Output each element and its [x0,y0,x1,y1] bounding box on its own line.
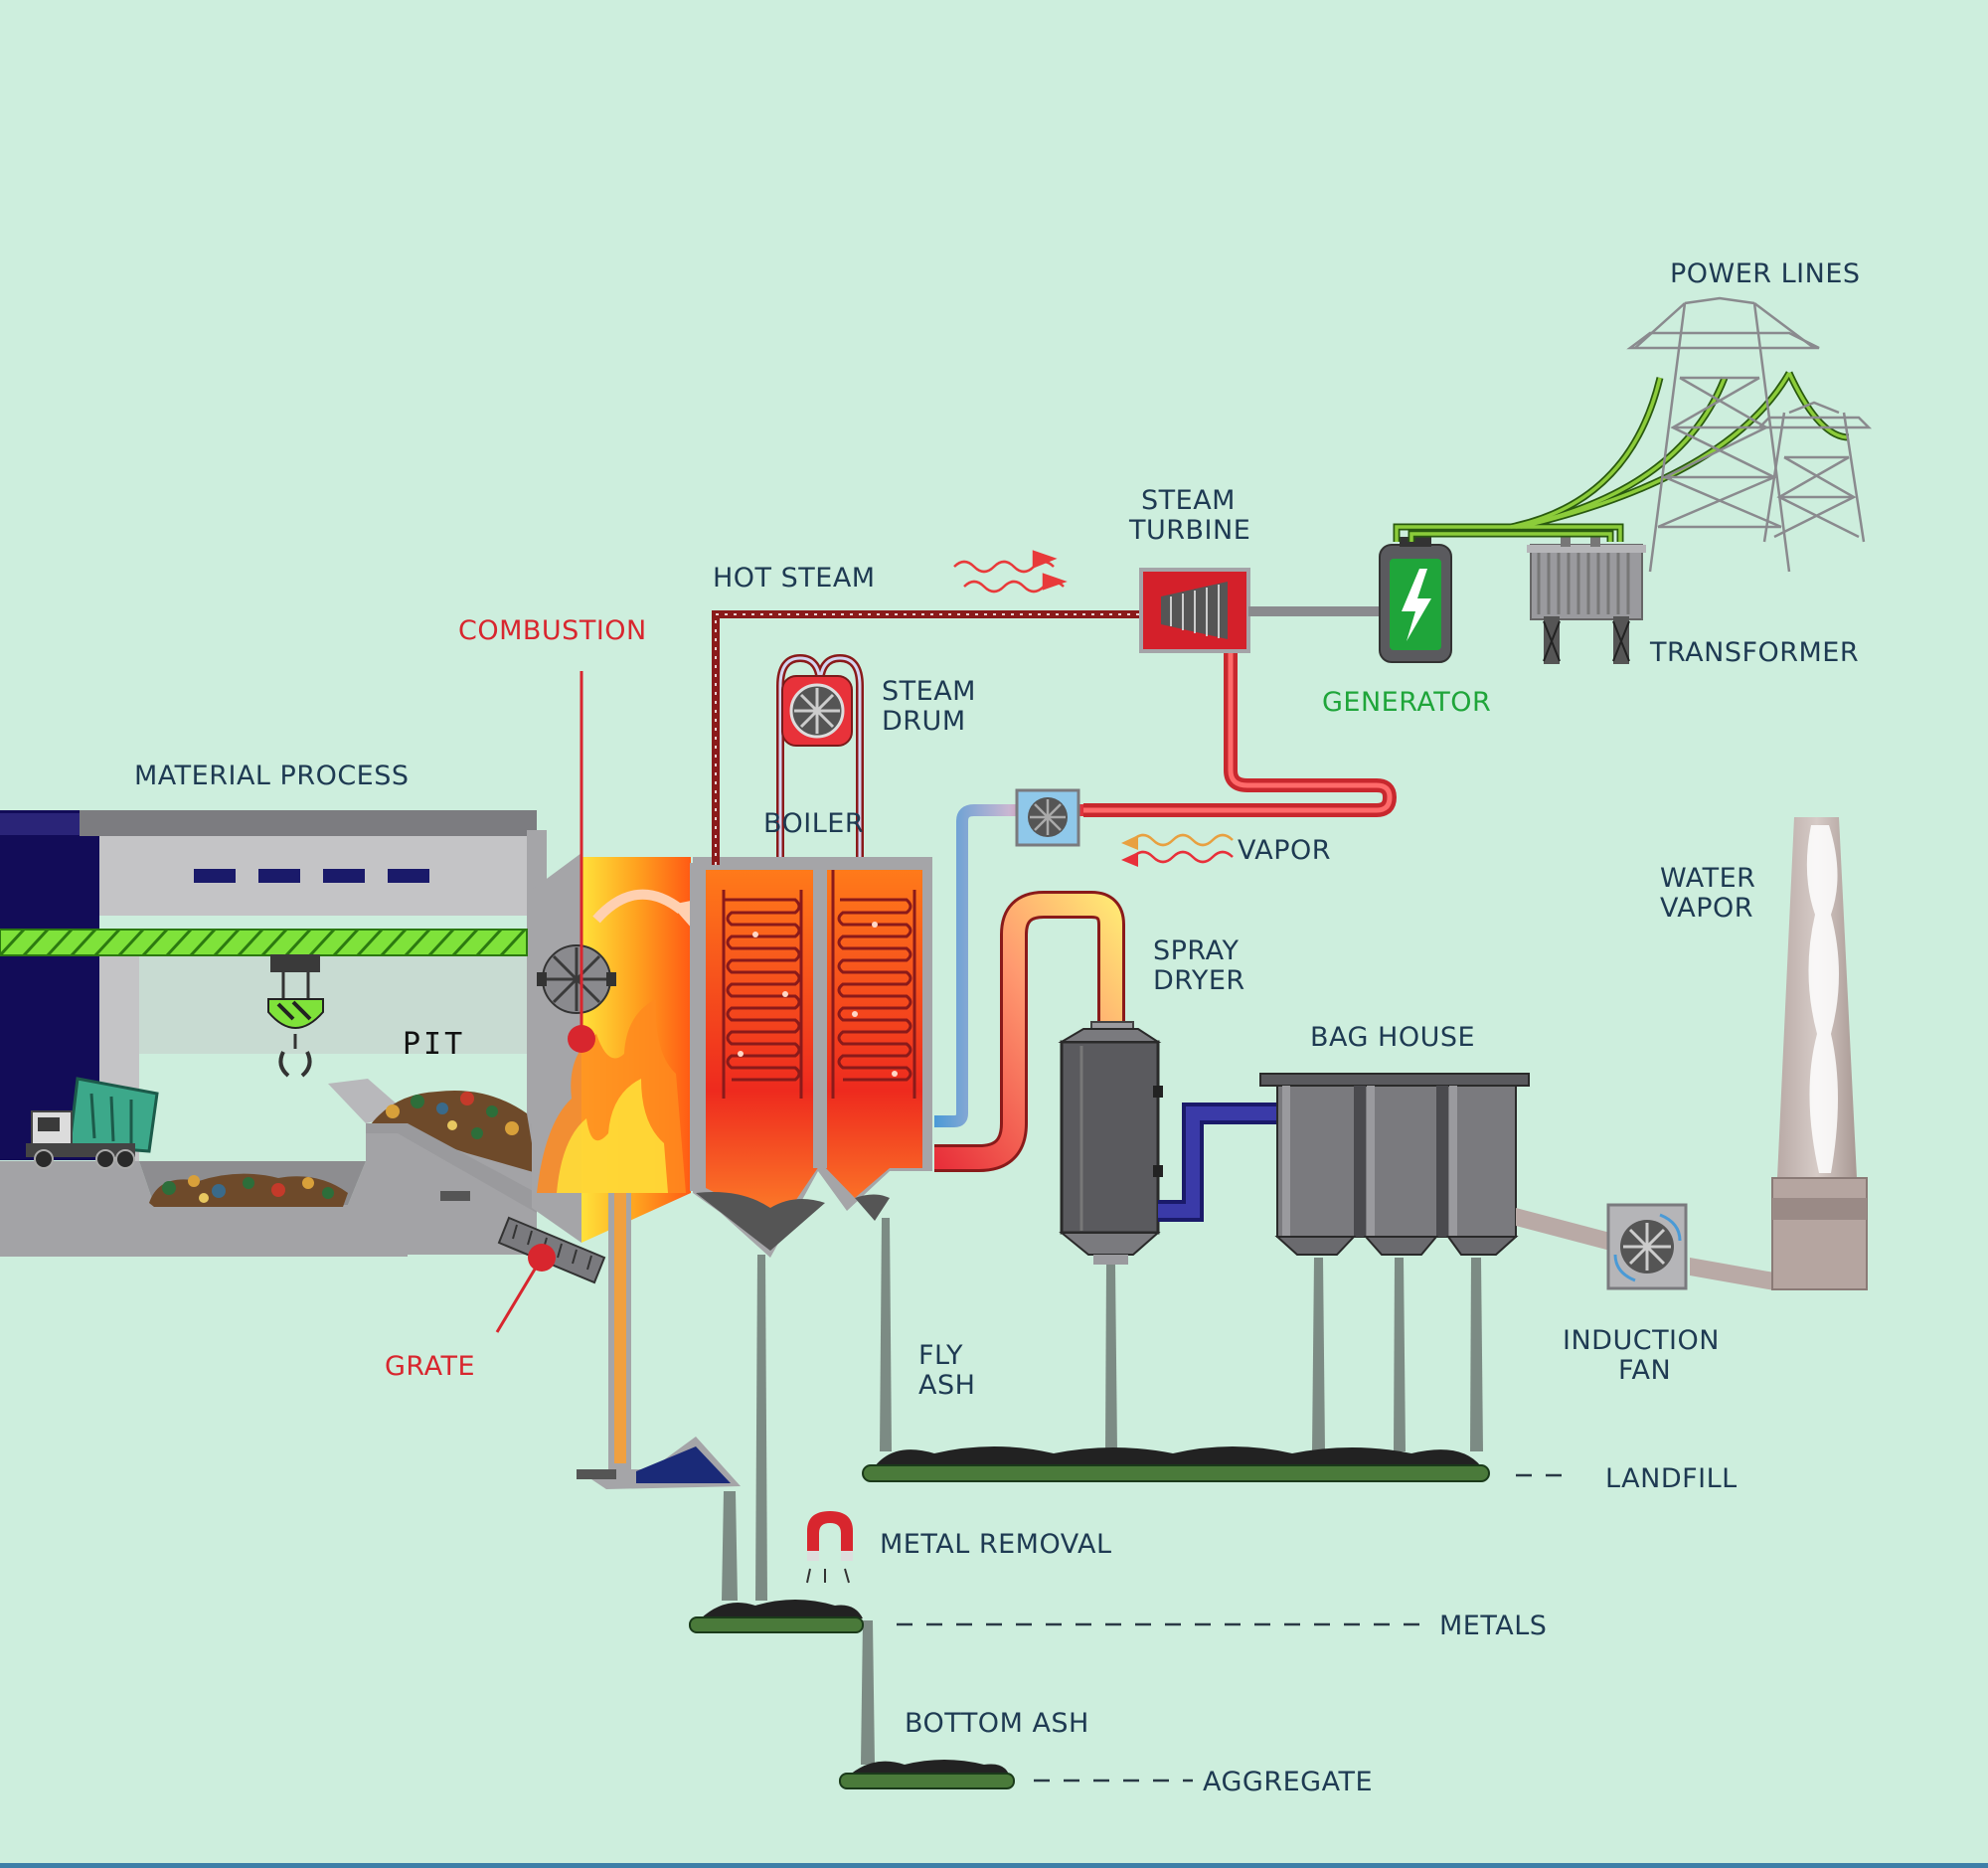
label-hot-steam: HOT STEAM [713,563,876,594]
steam-turbine [1139,568,1250,653]
furnace [495,671,741,1489]
label-material-process: MATERIAL PROCESS [134,761,410,791]
label-metal-removal: METAL REMOVAL [880,1529,1112,1560]
garbage-truck-icon [26,1077,159,1169]
ash-streams [722,1218,1483,1765]
label-pit: PIT [403,1027,465,1062]
boiler [690,857,932,1258]
label-aggregate: AGGREGATE [1203,1767,1373,1797]
label-transformer: TRANSFORMER [1649,637,1859,668]
vapor-fan-icon [1015,788,1080,847]
induction-fan-icon [1606,1203,1688,1290]
crane-rail [0,928,528,957]
label-combustion: COMBUSTION [458,615,647,646]
label-generator: GENERATOR [1322,687,1491,718]
bag-house [1259,1073,1530,1256]
waste-pile [149,1090,537,1207]
label-induction-fan-1: INDUCTION [1563,1325,1720,1356]
magnet-icon [806,1511,853,1584]
metals-conveyor [689,1600,864,1633]
label-spray-dryer-1: SPRAY [1153,935,1239,966]
label-boiler: BOILER [763,808,864,839]
label-fly-ash-2: ASH [918,1370,975,1401]
label-power-lines: POWER LINES [1670,258,1861,289]
spray-dryer [1058,1021,1163,1265]
chimney [1771,817,1868,1290]
label-landfill: LANDFILL [1605,1463,1738,1494]
label-water-vapor-2: VAPOR [1660,893,1753,924]
label-steam-drum-2: DRUM [882,706,966,737]
label-fly-ash-1: FLY [918,1340,963,1371]
landfill-conveyor [862,1446,1490,1482]
label-steam-turbine-2: TURBINE [1128,515,1250,546]
steam-drum [776,653,864,857]
label-metals: METALS [1439,1611,1547,1641]
heat-waves-icon [953,550,1068,594]
label-steam-turbine-1: STEAM [1141,485,1236,516]
label-vapor: VAPOR [1238,835,1331,866]
label-induction-fan-2: FAN [1618,1355,1671,1386]
aggregate-conveyor [839,1760,1015,1789]
label-grate: GRATE [385,1351,475,1382]
label-spray-dryer-2: DRYER [1153,965,1245,996]
hot-steam-pipe [712,610,1143,865]
crane-grab-icon [267,954,324,1078]
label-steam-drum-1: STEAM [882,676,976,707]
generator [1379,537,1452,663]
vapor-waves-icon [1121,833,1234,867]
transformer [1527,532,1646,664]
label-bottom-ash: BOTTOM ASH [905,1708,1089,1739]
power-pylon-icon [1626,296,1873,573]
label-water-vapor-1: WATER [1660,863,1755,894]
label-bag-house: BAG HOUSE [1310,1022,1475,1053]
